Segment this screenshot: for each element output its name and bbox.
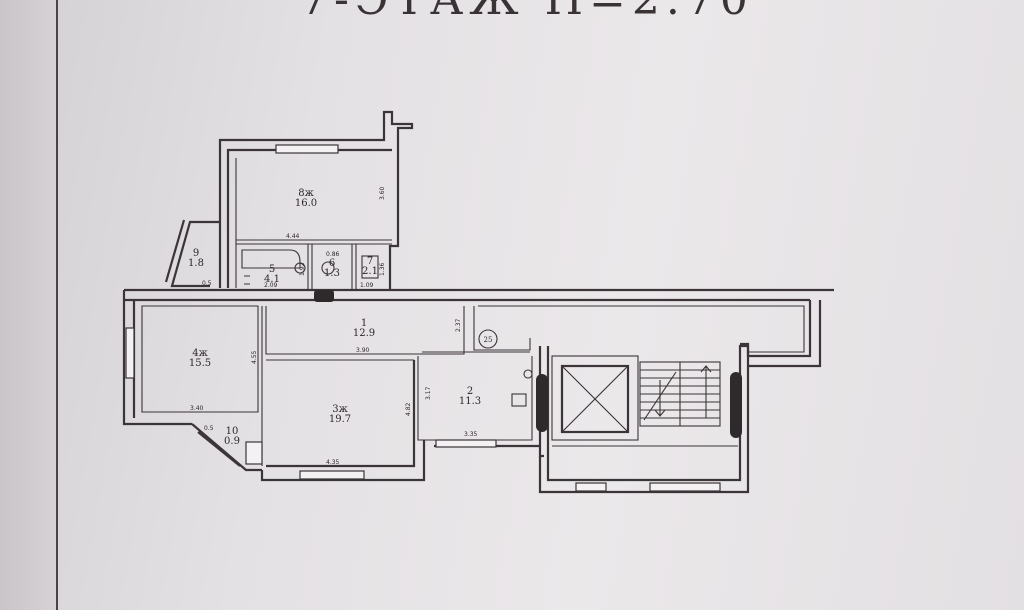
room-9-area: 1.8 xyxy=(188,258,204,269)
room-9-label: 9 xyxy=(193,248,199,259)
room-1-area: 12.9 xyxy=(353,328,375,339)
room-10-label: 10 xyxy=(226,426,239,437)
stairs xyxy=(639,361,721,427)
room-5-label: 5 xyxy=(269,264,275,275)
room-10-area: 0.9 xyxy=(224,436,240,447)
marker-label: 25 xyxy=(484,336,493,344)
room-7-area: 2.1 xyxy=(362,266,378,277)
dim-label: 1.92 xyxy=(299,262,306,276)
paper-margin xyxy=(0,0,58,610)
dimension-labels: 4.44 3.60 0.86 1.36 1.92 2.09 1.09 0.5 3… xyxy=(190,186,478,466)
room-2-label: 2 xyxy=(467,386,473,397)
dim-label: 1.36 xyxy=(379,262,386,276)
floor-title: 7-ЭТАЖ Н=2.70 xyxy=(300,0,754,25)
room-2-area: 11.3 xyxy=(459,396,481,407)
dim-label: 3.35 xyxy=(464,431,478,438)
dim-label: 0.5 xyxy=(204,425,214,432)
margin-line xyxy=(56,0,58,610)
room-1-label: 1 xyxy=(361,318,367,329)
interior-walls xyxy=(141,158,805,466)
elevator-shaft xyxy=(551,355,639,441)
dim-label: 4.82 xyxy=(405,402,412,416)
dim-label: 2.09 xyxy=(264,282,278,289)
room-7-label: 7 xyxy=(367,256,373,267)
room-labels: 8ж 16.0 9 1.8 5 4.1 6 1.3 7 2.1 1 12.9 4… xyxy=(188,188,492,447)
room-6-area: 1.3 xyxy=(324,268,340,279)
room-4-area: 15.5 xyxy=(189,358,211,369)
dim-label: 3.90 xyxy=(356,347,370,354)
dim-label: 1.09 xyxy=(360,282,374,289)
dim-label: 3.60 xyxy=(379,186,386,200)
room-6-label: 6 xyxy=(329,258,335,269)
room-5-area: 4.1 xyxy=(264,274,280,285)
fixtures xyxy=(241,249,533,407)
dim-label: 4.44 xyxy=(286,233,300,240)
room-8-area: 16.0 xyxy=(295,198,317,209)
room-4-label: 4ж xyxy=(192,348,208,359)
vent-blocks xyxy=(314,290,742,438)
dim-label: 2.37 xyxy=(455,318,462,332)
dim-label: 0.5 xyxy=(202,280,212,287)
dim-label: 4.55 xyxy=(251,350,258,364)
room-8-label: 8ж xyxy=(298,188,314,199)
dim-label: 3.17 xyxy=(425,386,432,400)
windows xyxy=(125,144,721,492)
room-3-area: 19.7 xyxy=(329,414,351,425)
dim-label: 0.86 xyxy=(326,251,340,258)
dim-label: 3.40 xyxy=(190,405,204,412)
dim-label: 4.35 xyxy=(326,459,340,466)
room-3-label: 3ж xyxy=(332,404,348,415)
